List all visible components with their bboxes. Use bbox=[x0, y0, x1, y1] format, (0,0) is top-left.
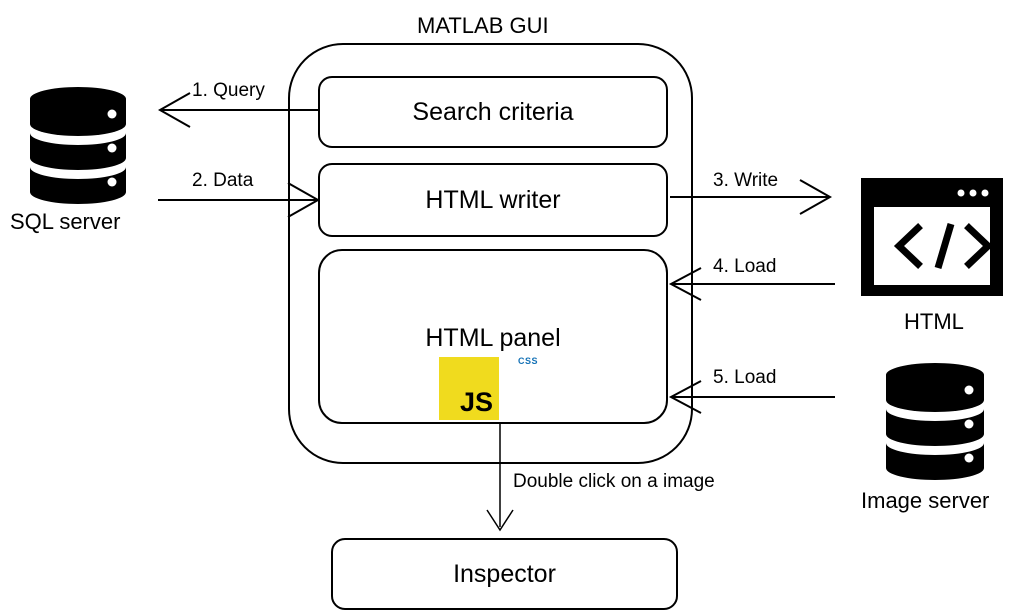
matlab-gui-title: MATLAB GUI bbox=[417, 13, 549, 38]
load-image-label: 5. Load bbox=[713, 367, 777, 388]
browser-code-icon bbox=[861, 178, 1003, 296]
html-label: HTML bbox=[904, 309, 964, 334]
query-arrow bbox=[157, 92, 318, 128]
load-image-arrow bbox=[668, 380, 835, 414]
database-icon bbox=[30, 87, 126, 204]
javascript-logo: JS bbox=[439, 357, 499, 420]
load-html-label: 4. Load bbox=[713, 256, 777, 277]
image-server-label: Image server bbox=[861, 488, 990, 513]
html-panel-label: HTML panel bbox=[425, 324, 561, 352]
js-badge-text: JS bbox=[459, 387, 493, 417]
double-click-arrow bbox=[486, 424, 514, 532]
write-label: 3. Write bbox=[713, 170, 779, 191]
css-badge-text: CSS bbox=[518, 356, 539, 366]
search-criteria-box: Search criteria bbox=[318, 76, 668, 148]
matlab-gui-frame bbox=[288, 43, 693, 464]
query-label: 1. Query bbox=[192, 80, 265, 101]
html-writer-box: HTML writer bbox=[318, 163, 668, 237]
sql-server-label: SQL server bbox=[10, 209, 121, 234]
inspector-box: Inspector bbox=[331, 538, 678, 610]
load-html-arrow bbox=[668, 267, 835, 301]
write-arrow bbox=[670, 179, 833, 215]
database-icon bbox=[886, 363, 984, 480]
double-click-label: Double click on a image bbox=[513, 471, 715, 492]
data-label: 2. Data bbox=[192, 170, 254, 191]
